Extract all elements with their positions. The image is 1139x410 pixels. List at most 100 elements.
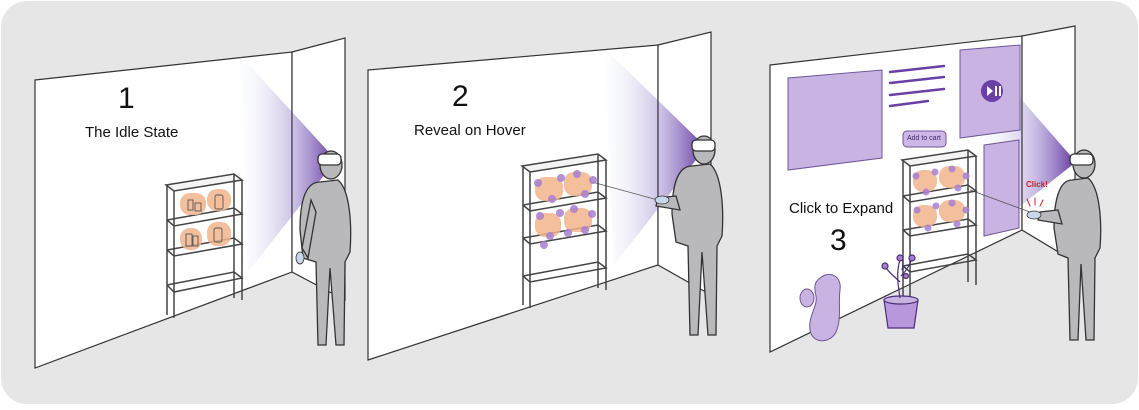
- pointer-ray: [969, 189, 1039, 216]
- click-burst: [1026, 197, 1044, 207]
- shelf-unit-part: [902, 184, 978, 203]
- hotspots-part: [948, 199, 956, 207]
- click-burst-part: [1026, 198, 1031, 207]
- text-lines-part: [888, 87, 946, 97]
- products-part: [192, 235, 199, 247]
- hotspots-part: [573, 170, 581, 178]
- hotspots-part: [588, 210, 596, 218]
- scene-1-idle: [34, 37, 352, 369]
- person-part: [317, 153, 342, 166]
- shelf-unit-part: [522, 261, 608, 283]
- product-highlights-part: [180, 228, 202, 250]
- person-part: [671, 163, 724, 336]
- products-part: [213, 227, 223, 243]
- gaze-beam: [240, 55, 336, 272]
- hotspots-part: [932, 202, 940, 210]
- decor-blob: [809, 274, 841, 342]
- panel-3-number: 3: [830, 224, 847, 257]
- info-panel-large: [787, 69, 883, 171]
- hotspots-part: [548, 195, 556, 203]
- person: [655, 135, 724, 336]
- shelf-unit-part: [902, 218, 978, 237]
- hotspots-part: [564, 229, 572, 237]
- hotspots-part: [962, 172, 970, 180]
- scene-3-expand-part: [999, 86, 1001, 96]
- click-burst-part: [1039, 199, 1044, 207]
- panel-3-caption: Click to Expand: [789, 200, 894, 217]
- hotspots-part: [536, 212, 544, 220]
- products-part: [187, 199, 194, 211]
- product-highlights-part: [939, 166, 965, 188]
- detail-panel: [983, 139, 1020, 237]
- controller: [1026, 210, 1042, 220]
- scene-2-hover: [367, 31, 724, 361]
- add-to-cart-label: Add to cart: [907, 135, 941, 142]
- hotspots-part: [953, 220, 961, 228]
- plant-part: [881, 262, 889, 270]
- panel-1-caption: The Idle State: [85, 124, 179, 141]
- shelf-unit-part: [902, 253, 978, 273]
- product-highlights-part: [939, 200, 965, 222]
- shelf-unit: [520, 153, 608, 308]
- text-lines-part: [888, 75, 946, 85]
- hotspots-part: [556, 209, 564, 217]
- person-part: [1053, 177, 1102, 341]
- hotspots-part: [546, 232, 554, 240]
- products-part: [185, 233, 193, 247]
- shelf-unit: [164, 173, 244, 318]
- hotspots-part: [922, 188, 930, 196]
- text-lines: [888, 64, 946, 108]
- hotspots-part: [589, 176, 597, 184]
- hotspots-part: [913, 206, 921, 214]
- person-part: [1037, 209, 1063, 225]
- shelf-unit-part: [166, 271, 244, 293]
- plant-part: [896, 254, 904, 262]
- pointer-ray: [591, 181, 659, 201]
- hotspots-part: [931, 168, 939, 176]
- scene-3-expand: [769, 25, 1102, 353]
- person-part: [691, 139, 716, 152]
- text-lines-part: [888, 64, 946, 74]
- hotspots-part: [534, 179, 542, 187]
- hotspots-part: [581, 190, 589, 198]
- hotspots-part: [954, 184, 962, 192]
- hotspots-part: [948, 165, 956, 173]
- product-highlights-part: [207, 189, 231, 211]
- shelf-unit-part: [166, 207, 244, 227]
- plant-part: [883, 295, 919, 305]
- products: [185, 194, 224, 247]
- scene-3-expand-part: [987, 86, 993, 96]
- panel-2-number: 2: [452, 80, 469, 113]
- hotspots: [534, 170, 597, 249]
- panel-2-caption: Reveal on Hover: [414, 122, 526, 139]
- text-lines-part: [888, 99, 930, 108]
- hotspots-part: [924, 224, 932, 232]
- person-part: [301, 197, 317, 260]
- gaze-beam: [604, 48, 706, 265]
- hotspots-part: [540, 241, 548, 249]
- controller: [295, 251, 305, 265]
- panel-1-number: 1: [118, 82, 135, 115]
- hotspots-part: [912, 172, 920, 180]
- scene-3-expand-part: [995, 86, 997, 96]
- controller: [654, 195, 670, 205]
- click-label: Click!: [1026, 180, 1048, 189]
- person: [1037, 149, 1102, 341]
- products-part: [194, 202, 202, 212]
- hotspots-part: [581, 226, 589, 234]
- hotspots: [912, 165, 970, 232]
- person: [299, 150, 352, 346]
- shelf-unit-part: [522, 191, 608, 212]
- hotspots-part: [557, 174, 565, 182]
- plant: [881, 254, 919, 329]
- decor-blob: [799, 288, 815, 308]
- shelf-unit: [900, 149, 978, 303]
- products-part: [214, 194, 224, 210]
- person-part: [1069, 153, 1094, 166]
- add-to-cart-button: [902, 130, 947, 148]
- plant-part: [902, 272, 910, 280]
- hotspots-part: [570, 205, 578, 213]
- plant-part: [908, 254, 916, 262]
